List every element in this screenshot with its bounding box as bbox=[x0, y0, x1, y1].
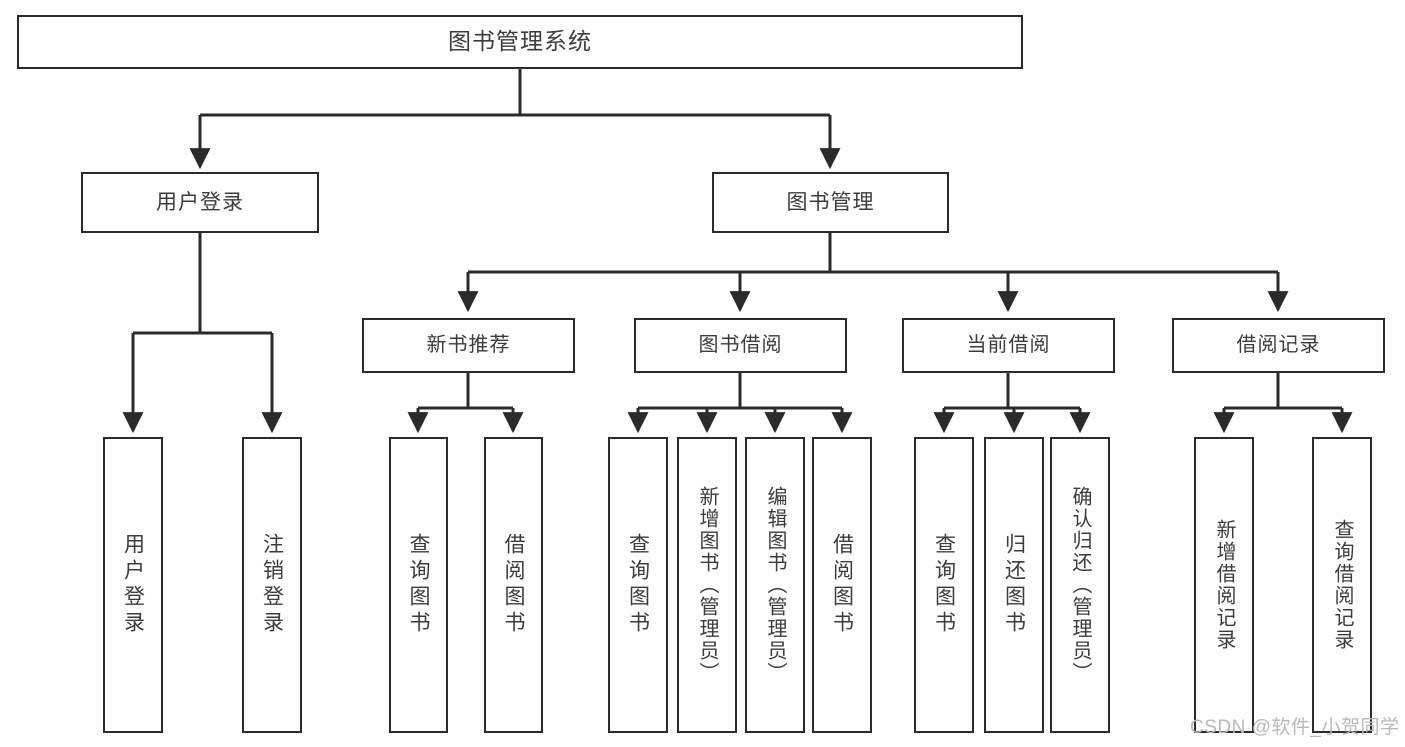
node-label: 查询图书 bbox=[626, 533, 650, 637]
leaf-query-borrow-record[interactable]: 查询借阅记录 bbox=[1312, 437, 1372, 733]
node-label: 图书借阅 bbox=[698, 334, 783, 357]
node-label: 新书推荐 bbox=[426, 334, 511, 357]
node-current-borrowing[interactable]: 当前借阅 bbox=[902, 318, 1115, 373]
node-user-login[interactable]: 用户登录 bbox=[81, 172, 319, 233]
leaf-logout[interactable]: 注销登录 bbox=[242, 437, 302, 733]
leaf-add-book-admin[interactable]: 新增图书（管理员） bbox=[677, 437, 737, 733]
node-label: 借阅记录 bbox=[1236, 334, 1321, 357]
node-borrowing-records[interactable]: 借阅记录 bbox=[1172, 318, 1385, 373]
node-root-book-management-system[interactable]: 图书管理系统 bbox=[17, 15, 1023, 69]
watermark: CSDN @软件_小贺同学 bbox=[1190, 717, 1400, 738]
node-label: 图书管理系统 bbox=[448, 28, 592, 55]
node-label: 查询图书 bbox=[932, 533, 956, 637]
leaf-query-book-nbr[interactable]: 查询图书 bbox=[389, 437, 448, 733]
leaf-confirm-return-admin[interactable]: 确认归还（管理员） bbox=[1050, 437, 1110, 733]
node-label: 当前借阅 bbox=[966, 334, 1051, 357]
node-label: 图书管理 bbox=[786, 190, 875, 214]
node-label: 归还图书 bbox=[1002, 533, 1026, 637]
node-book-management[interactable]: 图书管理 bbox=[712, 172, 949, 233]
node-label: 编辑图书（管理员） bbox=[764, 486, 786, 684]
node-label: 用户登录 bbox=[156, 190, 244, 214]
leaf-edit-book-admin[interactable]: 编辑图书（管理员） bbox=[745, 437, 805, 733]
node-label: 新增图书（管理员） bbox=[696, 486, 718, 684]
node-label: 查询图书 bbox=[407, 533, 430, 637]
leaf-user-login[interactable]: 用户登录 bbox=[103, 437, 163, 733]
leaf-borrow-book-bb[interactable]: 借阅图书 bbox=[812, 437, 872, 733]
leaf-query-book-bb[interactable]: 查询图书 bbox=[608, 437, 668, 733]
node-label: 新增借阅记录 bbox=[1213, 519, 1235, 651]
node-book-borrowing[interactable]: 图书借阅 bbox=[634, 318, 847, 373]
node-label: 借阅图书 bbox=[830, 533, 854, 637]
leaf-add-borrow-record[interactable]: 新增借阅记录 bbox=[1194, 437, 1254, 733]
node-label: 用户登录 bbox=[121, 533, 145, 637]
node-label: 借阅图书 bbox=[502, 533, 525, 637]
leaf-return-book[interactable]: 归还图书 bbox=[984, 437, 1044, 733]
node-label: 查询借阅记录 bbox=[1331, 519, 1353, 651]
node-label: 注销登录 bbox=[260, 533, 284, 637]
node-label: 确认归还（管理员） bbox=[1069, 486, 1091, 684]
node-new-book-recommendation[interactable]: 新书推荐 bbox=[362, 318, 575, 373]
leaf-query-book-cb[interactable]: 查询图书 bbox=[914, 437, 974, 733]
leaf-borrow-book-nbr[interactable]: 借阅图书 bbox=[484, 437, 543, 733]
